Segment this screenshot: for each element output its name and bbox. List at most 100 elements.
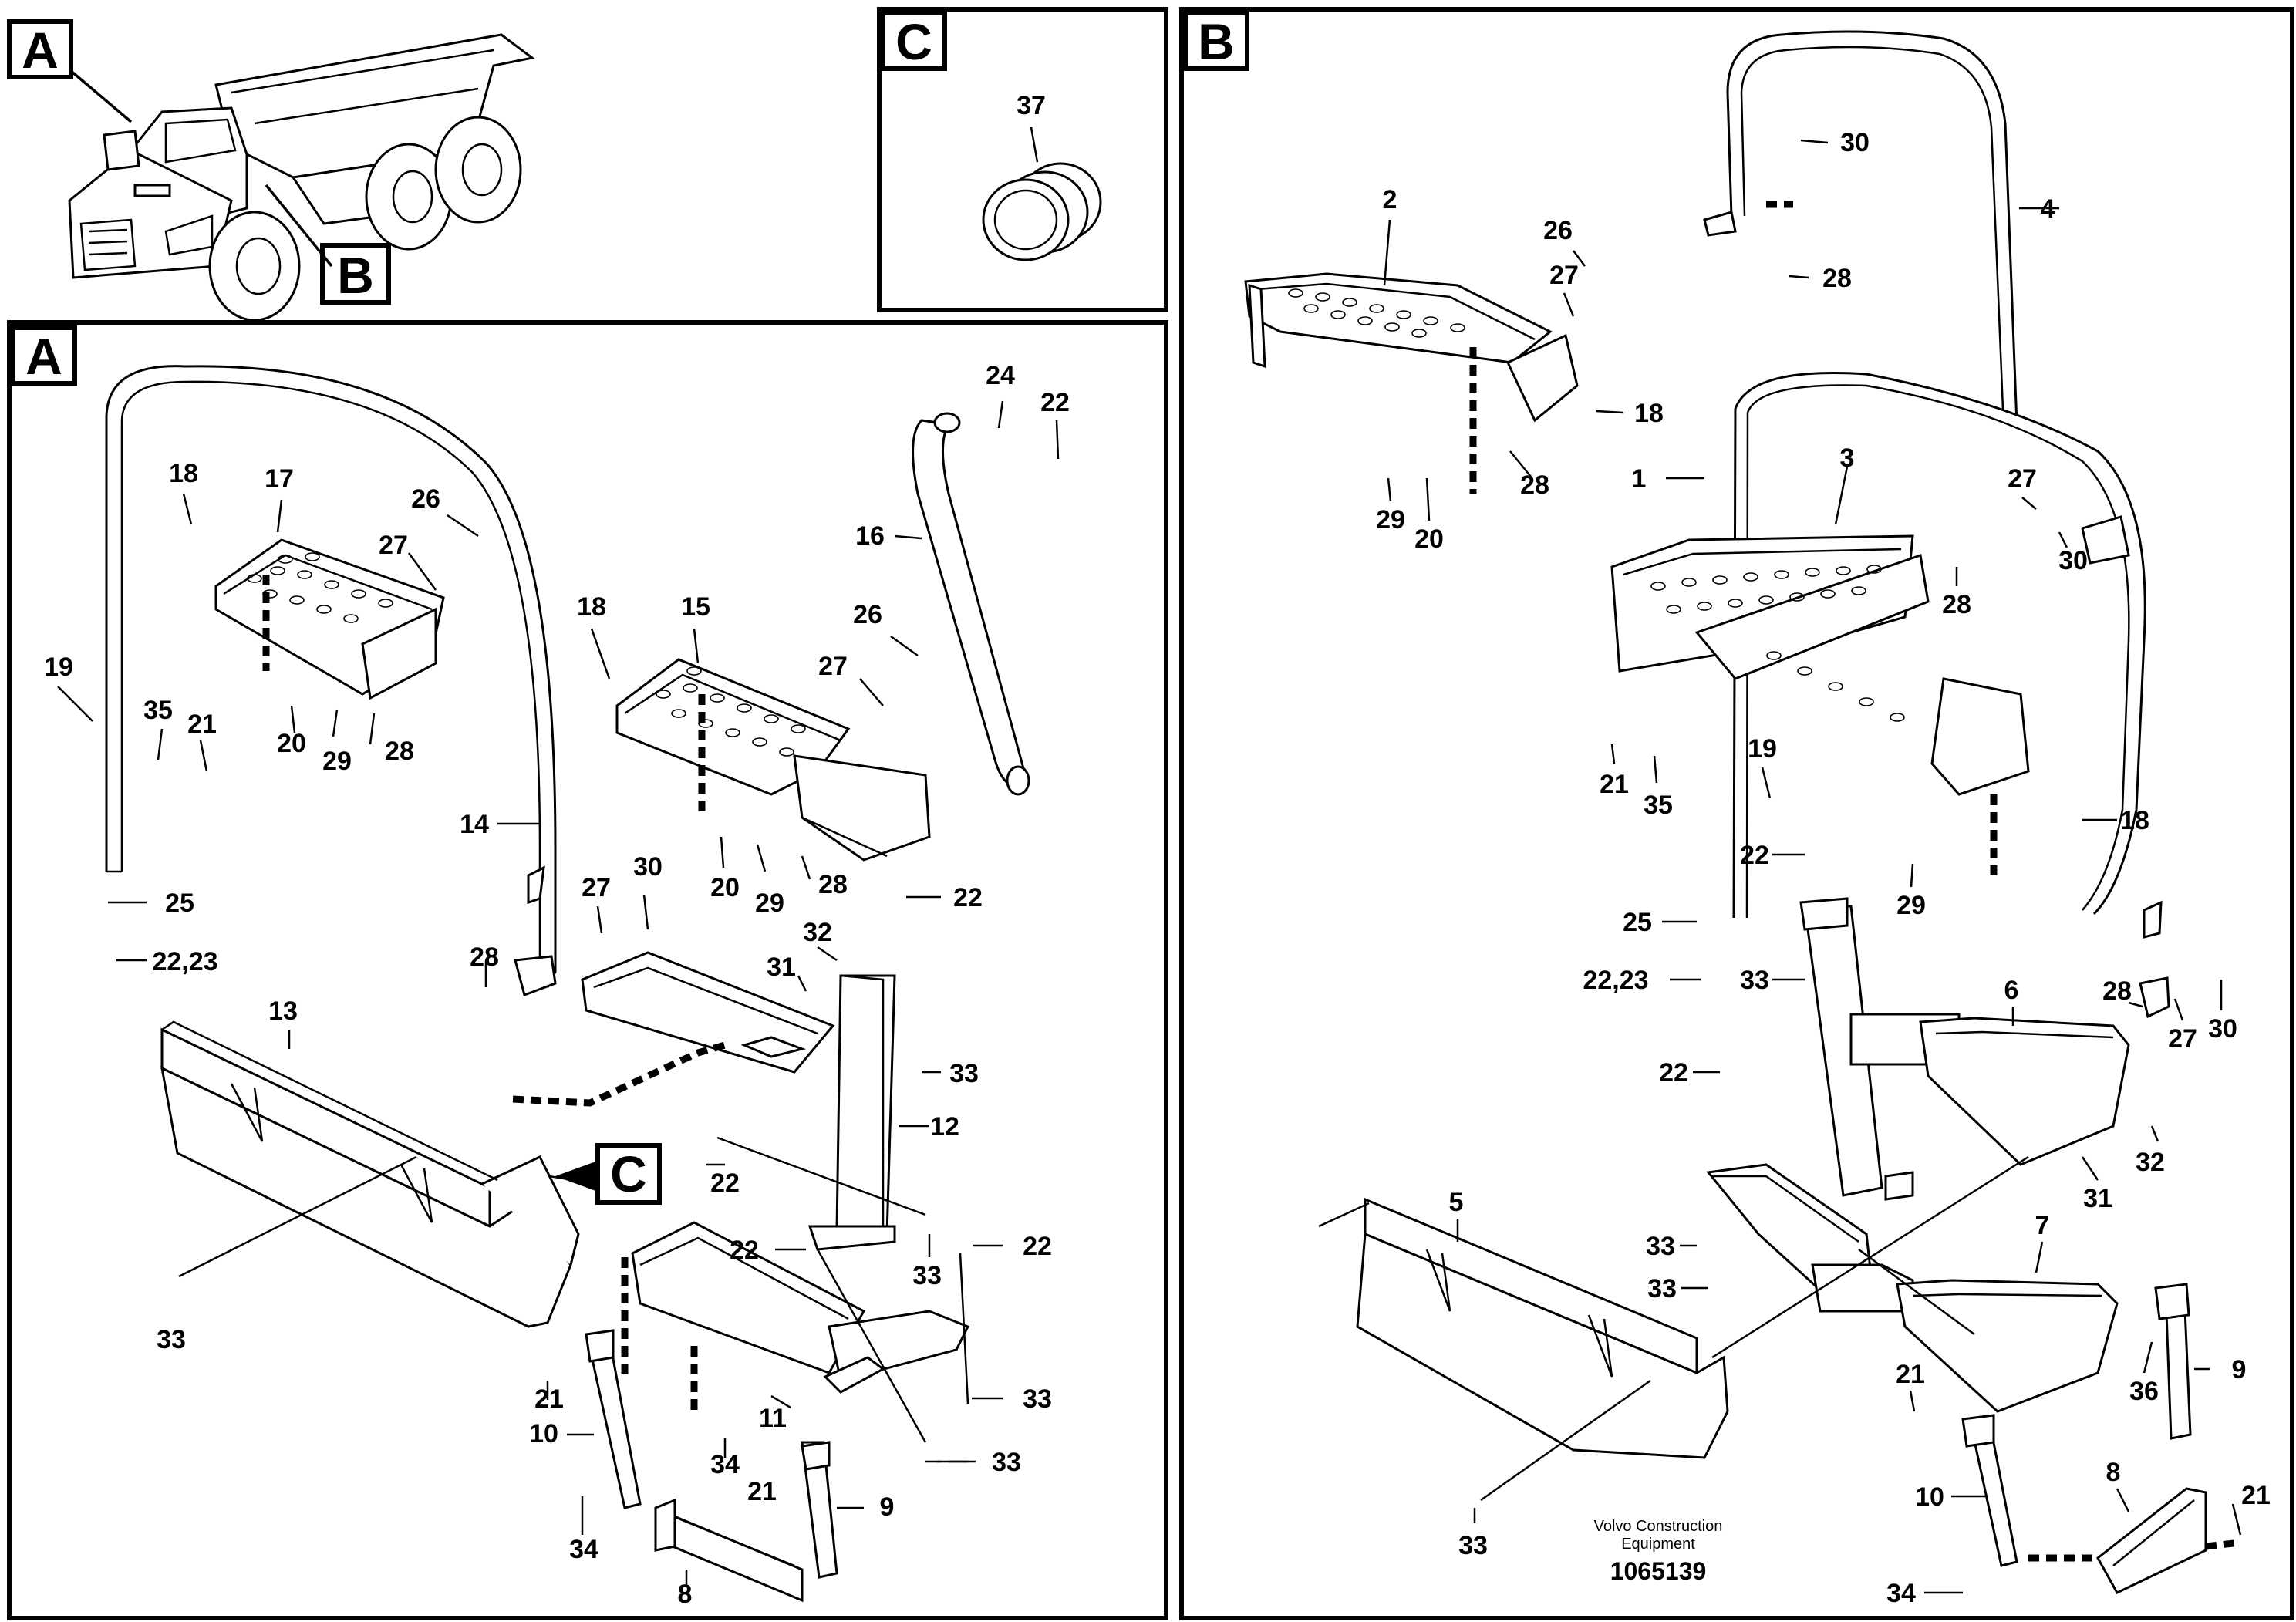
part-label: 22	[1659, 1058, 1688, 1088]
part-label: 13	[268, 996, 298, 1026]
part-label: 33	[912, 1261, 942, 1290]
part-label: 33	[1647, 1274, 1677, 1303]
overview-callout-b: B	[320, 243, 391, 305]
part-label: 26	[1543, 216, 1573, 245]
panel-b-tag: B	[1183, 11, 1249, 71]
part-label: 1	[1632, 464, 1647, 494]
panel-b-labels: 30 28 4 2 26 27 18 28 29 20 1 3 27 30 28…	[1376, 128, 2271, 1608]
part-label: 33	[1023, 1384, 1052, 1414]
panel-b: B	[1183, 11, 2271, 1608]
part-label: 18	[2120, 806, 2149, 835]
part-label: 14	[460, 810, 489, 839]
part-label: 16	[855, 521, 885, 551]
part-label: 21	[1896, 1360, 1925, 1389]
panel-a-callout-c: C	[555, 1143, 662, 1205]
panel-a: A	[11, 325, 1070, 1609]
part-label: 25	[1623, 908, 1652, 937]
credit-line-2: Equipment	[1621, 1536, 1695, 1553]
part-label: 11	[759, 1404, 787, 1433]
part-label: 29	[322, 747, 352, 776]
part-label: 29	[755, 889, 784, 918]
part-label: 33	[157, 1325, 186, 1354]
part-label: 8	[678, 1580, 693, 1609]
part-label: 30	[1840, 128, 1870, 157]
part-label: 21	[747, 1477, 777, 1506]
part-label: 22,23	[152, 947, 217, 976]
part-label: 26	[853, 600, 882, 629]
panel-c-tag: C	[881, 11, 947, 71]
part-label: 20	[277, 729, 306, 758]
svg-text:A: A	[25, 328, 62, 385]
part-label: 22	[1023, 1232, 1052, 1261]
part-label: 17	[265, 464, 294, 494]
part-label: 27	[379, 531, 408, 560]
panel-a-tag: A	[11, 325, 77, 386]
part-label: 22	[1040, 388, 1070, 417]
part-label: 20	[1414, 524, 1444, 554]
part-label: 22	[710, 1168, 740, 1198]
part-label: 28	[818, 870, 848, 899]
part-label: 22	[730, 1236, 759, 1265]
part-label: 10	[1915, 1482, 1944, 1512]
credit-line-1: Volvo Construction	[1594, 1518, 1723, 1535]
svg-text:C: C	[895, 13, 932, 70]
part-label: 21	[534, 1384, 564, 1414]
part-label: 24	[986, 361, 1015, 390]
callout-a-leader	[69, 69, 133, 123]
part-label: 20	[710, 873, 740, 902]
svg-text:C: C	[610, 1145, 647, 1202]
part-label: 28	[1520, 470, 1549, 500]
part-label: 3	[1840, 443, 1855, 473]
panel-a-frame	[7, 320, 1168, 1620]
part-label: 25	[165, 889, 194, 918]
part-label: 22	[1740, 841, 1769, 870]
part-label: 34	[710, 1450, 740, 1479]
part-label: 33	[1646, 1232, 1675, 1261]
part-label: 6	[2004, 976, 2019, 1005]
panel-c-frame	[877, 7, 1168, 312]
part-label: 32	[803, 918, 832, 947]
part-label: 32	[2136, 1148, 2165, 1177]
part-label: 21	[2241, 1481, 2271, 1510]
svg-text:B: B	[337, 247, 374, 304]
part-label: 31	[767, 953, 796, 982]
part-label: 28	[1942, 590, 1971, 619]
part-label: 33	[992, 1448, 1021, 1477]
part-label: 9	[880, 1492, 895, 1522]
part-label: 7	[2035, 1211, 2050, 1240]
part-label: 29	[1896, 891, 1926, 920]
part-label: 34	[569, 1535, 598, 1564]
part-label: 18	[169, 459, 198, 488]
part-label: 28	[1822, 264, 1852, 293]
part-label: 27	[818, 652, 848, 681]
part-label: 30	[2208, 1014, 2237, 1044]
part-label: 18	[577, 592, 606, 622]
part-label: 2	[1383, 185, 1397, 214]
part-label: 9	[2232, 1355, 2247, 1384]
truck-overview: A B	[7, 19, 535, 322]
credit-block: Volvo Construction Equipment 1065139	[1594, 1518, 1723, 1585]
panel-a-labels: 18 17 26 27 19 35 21 20 29 28 14 25 22,2…	[44, 361, 1070, 1609]
panel-b-frame	[1179, 7, 2294, 1620]
part-label: 27	[1549, 261, 1579, 290]
overview-callout-a: A	[7, 19, 73, 79]
part-label: 37	[1017, 91, 1046, 120]
part-label: 33	[1458, 1531, 1488, 1560]
part-label: 5	[1449, 1188, 1464, 1217]
part-label: 30	[2058, 546, 2088, 575]
part-label: 28	[385, 737, 414, 766]
part-label: 28	[2102, 976, 2132, 1006]
part-label: 27	[2008, 464, 2037, 494]
part-label: 8	[2106, 1458, 2121, 1487]
part-label: 15	[681, 592, 710, 622]
svg-text:A: A	[22, 22, 59, 79]
panel-a-illustration	[105, 365, 1030, 1603]
part-label: 21	[187, 710, 217, 739]
part-label: 22	[953, 883, 983, 912]
part-label: 19	[44, 653, 73, 682]
part-label: 34	[1886, 1579, 1916, 1608]
truck-illustration	[68, 33, 535, 322]
part-label: 36	[2129, 1377, 2159, 1406]
part-label: 21	[1600, 770, 1629, 799]
